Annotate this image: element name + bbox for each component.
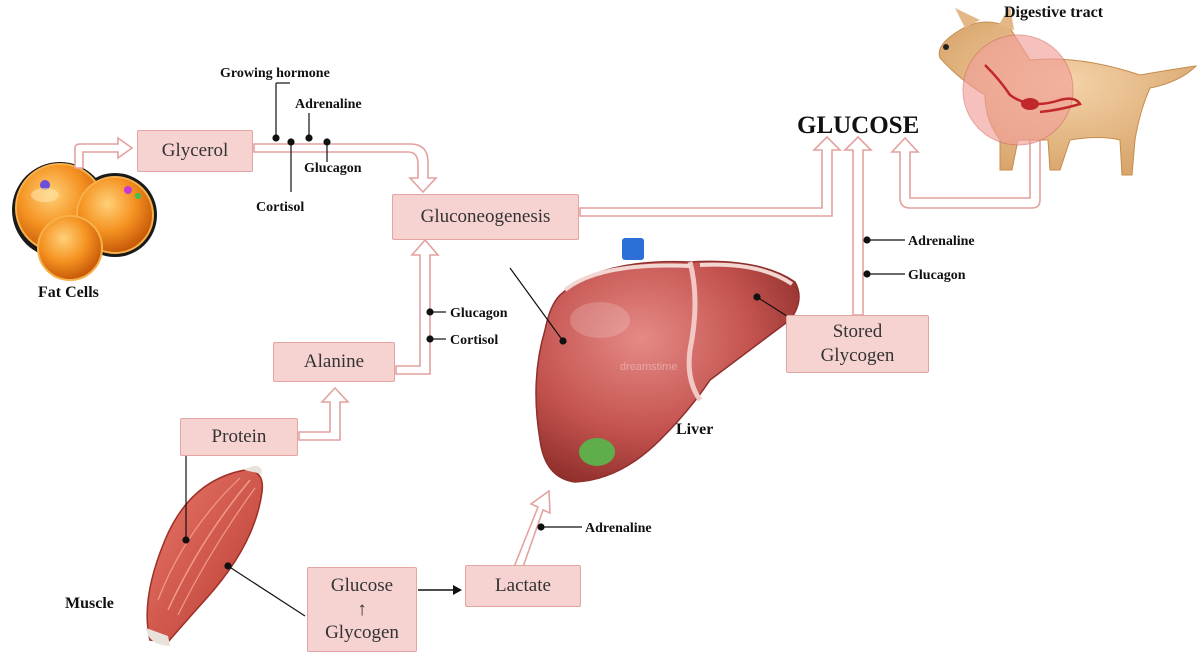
- protein-to-alanine-arrow: [298, 386, 350, 441]
- stored-glycogen-box: Stored Glycogen: [786, 315, 929, 373]
- muscle-illustration: [146, 465, 264, 646]
- hormone-growing-hormone: Growing hormone: [220, 66, 330, 81]
- glycerol-label: Glycerol: [161, 140, 229, 162]
- glycogen-to-glucose-arrow: [843, 135, 873, 316]
- lactate-hormone-marker: [537, 523, 582, 531]
- digestive-to-glucose-arrow: [890, 136, 1041, 209]
- alanine-to-gluconeogenesis-arrow: [395, 238, 440, 375]
- caption-digestive-tract: Digestive tract: [1004, 4, 1104, 21]
- protein-label: Protein: [211, 426, 267, 448]
- hormone-glucagon-alanine: Glucagon: [450, 306, 508, 321]
- glycogen-hormone-markers: [863, 236, 905, 278]
- lactate-label: Lactate: [495, 575, 551, 597]
- fat-cells-illustration: [12, 162, 157, 281]
- gluconeogenesis-label: Gluconeogenesis: [420, 206, 551, 228]
- gluconeogenesis-box: Gluconeogenesis: [392, 194, 579, 240]
- glucose-title: GLUCOSE: [797, 112, 919, 139]
- muscle-pointers: [182, 449, 306, 617]
- glucose-to-lactate-arrow: [418, 585, 462, 595]
- glycerol-box: Glycerol: [137, 130, 253, 172]
- protein-box: Protein: [180, 418, 298, 456]
- fat-to-glycerol-arrow: [74, 136, 134, 169]
- stored-glycogen-line1: Stored: [832, 321, 883, 343]
- stored-glycogen-line2: Glycogen: [820, 345, 895, 366]
- hormone-cortisol-alanine: Cortisol: [450, 333, 498, 348]
- up-arrow-symbol: ↑: [357, 598, 367, 620]
- caption-fat-cells: Fat Cells: [38, 284, 99, 301]
- alanine-label: Alanine: [303, 351, 365, 373]
- glucose-glycogen-box: Glucose ↑ Glycogen: [307, 567, 417, 652]
- lactate-box: Lactate: [465, 565, 581, 607]
- hormone-glucagon-glycerol: Glucagon: [304, 161, 362, 176]
- hormone-glucagon-glycogen: Glucagon: [908, 268, 966, 283]
- caption-muscle: Muscle: [65, 595, 114, 612]
- glycerol-to-gluconeogenesis-arrow: [253, 143, 438, 194]
- alanine-hormone-markers: [426, 308, 446, 343]
- glycerol-hormone-markers: [272, 82, 331, 192]
- dog-illustration: [938, 6, 1198, 176]
- alanine-box: Alanine: [273, 342, 395, 382]
- gluconeogenesis-to-glucose-arrow: [579, 135, 842, 217]
- lactate-to-liver-arrow: [512, 489, 551, 568]
- hormone-adrenaline-lactate: Adrenaline: [585, 521, 652, 536]
- glucose-label: Glucose: [330, 574, 394, 596]
- watermark: dreamstime: [620, 361, 677, 373]
- caption-liver: Liver: [676, 421, 713, 438]
- glycogen-label: Glycogen: [325, 622, 399, 644]
- hormone-adrenaline-glycogen: Adrenaline: [908, 234, 975, 249]
- hormone-adrenaline-glycerol: Adrenaline: [295, 97, 362, 112]
- hormone-cortisol-glycerol: Cortisol: [256, 200, 304, 215]
- liver-illustration: dreamstime: [535, 238, 800, 483]
- liver-pointers: [509, 267, 791, 345]
